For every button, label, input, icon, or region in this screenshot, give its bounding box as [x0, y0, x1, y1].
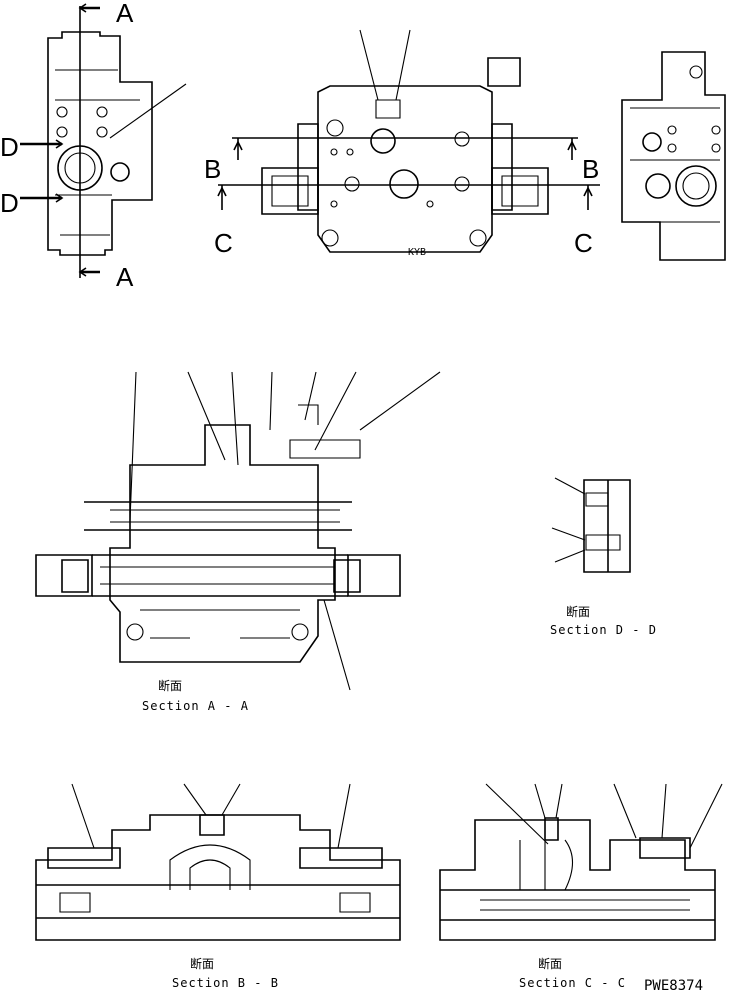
- section-bb-jp-label: 断面: [190, 956, 214, 971]
- side-view-right: [621, 51, 726, 261]
- section-bb-caption: Section B - B: [172, 976, 279, 990]
- section-cc-drawing: [439, 783, 723, 941]
- marker-d-upper: D: [0, 132, 19, 162]
- section-bb-drawing: [35, 783, 401, 941]
- marker-b-left: B: [204, 154, 221, 184]
- front-view: KYB: [217, 29, 600, 258]
- section-dd-jp-label: 断面: [566, 604, 590, 619]
- side-view-left: [20, 3, 187, 278]
- section-aa-jp-label: 断面: [158, 678, 182, 693]
- marker-c-left: C: [214, 228, 233, 258]
- marker-d-lower: D: [0, 188, 19, 218]
- drawing-id: PWE8374: [644, 978, 703, 994]
- section-cc-jp-label: 断面: [538, 956, 562, 971]
- marker-b-right: B: [582, 154, 599, 184]
- body-marking: KYB: [408, 247, 426, 258]
- section-aa-drawing: [35, 371, 441, 691]
- marker-a-top: A: [116, 0, 134, 28]
- section-aa-caption: Section A - A: [142, 699, 249, 713]
- section-dd-caption: Section D - D: [550, 623, 657, 637]
- marker-c-right: C: [574, 228, 593, 258]
- section-dd-drawing: [551, 477, 631, 573]
- section-cc-caption: Section C - C: [519, 976, 626, 990]
- marker-a-bottom: A: [116, 262, 134, 292]
